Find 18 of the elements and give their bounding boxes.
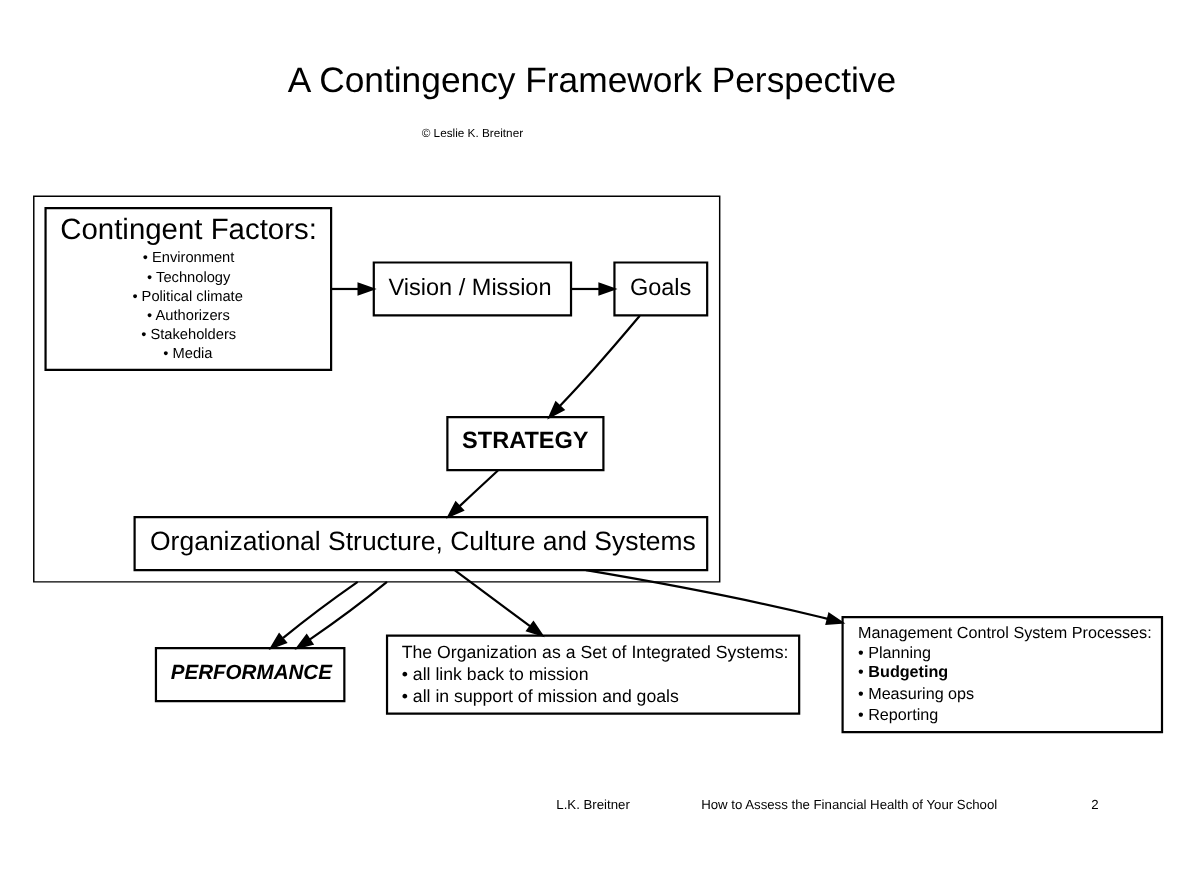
arrow: [331, 282, 377, 296]
arrow: [547, 315, 641, 420]
node-box: Vision / Mission: [372, 261, 573, 317]
node-box: The Organization as a Set of Integrated Systems: • all link back to mission • all in support of mission and goals: [385, 634, 801, 715]
arrow: [294, 581, 388, 650]
node-box: Contingent Factors: • Environment • Technology • Political climate • Authorizers • Stakeholders • Media: [44, 206, 333, 372]
arrow: [268, 581, 359, 651]
cluster: [33, 195, 721, 583]
arrow: [454, 569, 545, 638]
node-box: Organizational Structure, Culture and Systems: [133, 516, 709, 572]
arrow: [446, 469, 499, 519]
diagram-title: A Contingency Framework Perspective: [287, 60, 897, 101]
arrow: [585, 569, 846, 626]
node-box: Goals: [613, 261, 709, 317]
node-box: STRATEGY: [446, 415, 605, 472]
node-box: Management Control System Processes: • Planning • Budgeting • Measuring ops • Reporting: [841, 616, 1164, 734]
arrow: [571, 282, 618, 296]
node-box: PERFORMANCE: [154, 647, 346, 703]
